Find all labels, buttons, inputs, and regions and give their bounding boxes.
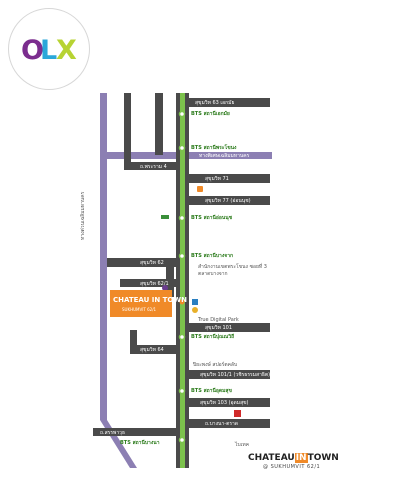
label-soi-101: สุขุมวิท 101: [205, 325, 233, 331]
project-name: CHATEAU IN TOWN: [113, 296, 187, 304]
label-soi-103: สุขุมวิท 103 (อุดมสุข): [200, 400, 249, 406]
road-soi-64-connector: [130, 330, 137, 350]
brand-in: IN: [294, 453, 308, 463]
bts-station-punnawithi: [178, 333, 186, 341]
road-soi-62-1: [120, 279, 180, 287]
label-bts-bang-chak: BTS สถานีบางจาก: [191, 253, 234, 259]
label-bts-ekkamai: BTS สถานีเอกมัย: [191, 111, 230, 117]
label-soi-64: สุขุมวิท 64: [140, 347, 164, 353]
road-soi-63: [180, 98, 270, 107]
road-vertical-left: [124, 93, 131, 168]
olx-logo-l: L: [40, 35, 58, 66]
project-marker: [179, 299, 185, 305]
road-vertical-mid: [155, 93, 163, 155]
road-soi-62-connector: [166, 267, 174, 297]
hospital-icon: [234, 410, 241, 417]
label-sanphawut: ถ.สรรพาวุธ: [100, 430, 126, 436]
label-bangna-trad: ถ.บางนา-ตราด: [205, 421, 239, 427]
mall-icon: [192, 299, 198, 305]
place-icon: [162, 285, 168, 291]
brand-subtitle: @ SUKHUMVIT 62/1: [263, 464, 321, 470]
road-soi-71: [180, 174, 270, 183]
brand-suffix: TOWN: [307, 453, 339, 463]
label-bts-on-nut: BTS สถานีอ่อนนุช: [191, 215, 233, 221]
bts-station-ekkamai: [178, 110, 186, 118]
label-soi-62-1: สุขุมวิท 62/1: [140, 281, 169, 287]
label-soi-62: สุขุมวิท 62: [140, 260, 164, 266]
bts-station-udom-suk: [178, 387, 186, 395]
label-phra-ram-4: ถ.พระราม 4: [140, 164, 167, 170]
road-bangna-trad: [180, 419, 270, 428]
road-soi-101: [180, 323, 270, 332]
label-soi-71: สุขุมวิท 71: [205, 176, 229, 182]
label-expressway: ทางด่วนเฉลิมมหานคร: [80, 191, 86, 240]
label-bts-bang-na: BTS สถานีบางนา: [120, 440, 160, 446]
shop-icon: [197, 186, 203, 192]
bts-station-bang-chak: [178, 252, 186, 260]
store-icon: [161, 215, 169, 219]
olx-logo-o: O: [21, 35, 44, 66]
label-expressway-crossing: ทางพิเศษเฉลิมมหานคร: [199, 153, 250, 159]
label-true-digital: True Digital Park: [198, 317, 239, 323]
project-label-box: CHATEAU IN TOWN SUKHUMVIT 62/1: [110, 290, 187, 317]
olx-logo: O L X: [8, 8, 90, 90]
road-sanphawut: [93, 428, 181, 436]
label-market-row1: สำนักงานเขตพระโขนง ซอยที่ 3: [198, 264, 267, 270]
road-soi-101-1: [180, 370, 270, 379]
fuel-icon: [192, 307, 198, 313]
label-soi-101-1: สุขุมวิท 101/1 (วชิรธรรมสาธิต): [200, 372, 271, 378]
project-subtitle: SUKHUMVIT 62/1: [122, 307, 157, 312]
expressway-road: [100, 93, 137, 468]
bts-station-on-nut: [178, 214, 186, 222]
label-soi-77: สุขุมวิท 77 (อ่อนนุช): [205, 198, 251, 204]
road-phra-ram-4: [124, 162, 181, 170]
label-big-c: ไบเทค: [235, 442, 250, 448]
label-bts-udom-suk: BTS สถานีอุดมสุข: [191, 388, 232, 394]
label-soi-63: สุขุมวิท 63 เอกมัย: [195, 100, 235, 106]
label-condo-row1: ปิยะพงษ์ สปอร์ตคลับ: [193, 362, 238, 368]
brand-logo: CHATEAUINTOWN: [248, 453, 339, 463]
road-soi-64: [130, 345, 180, 354]
road-soi-103: [180, 398, 270, 407]
brand-prefix: CHATEAU: [248, 453, 295, 463]
bts-station-bang-na: [178, 436, 186, 444]
olx-logo-x: X: [56, 35, 77, 66]
road-soi-62: [107, 258, 180, 267]
bts-station-phra-khanong: [178, 144, 186, 152]
road-soi-77: [180, 196, 270, 205]
bts-line: [180, 93, 185, 468]
label-market-row2: ตลาดบางจาก: [198, 271, 228, 277]
label-bts-phra-khanong: BTS สถานีพระโขนง: [191, 145, 237, 151]
label-bts-punnawithi: BTS สถานีปุณณวิถี: [191, 334, 235, 340]
